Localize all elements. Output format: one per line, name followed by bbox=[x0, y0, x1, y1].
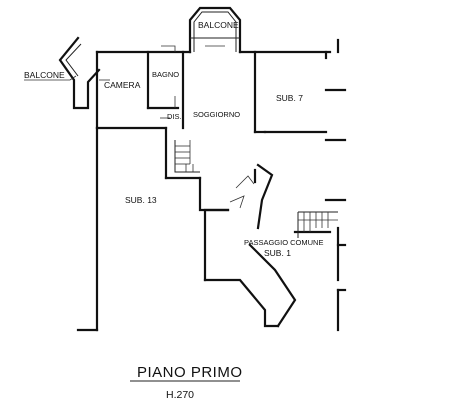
page-title: PIANO PRIMO bbox=[137, 364, 243, 381]
balcone-leader-line bbox=[24, 75, 77, 81]
staircase-main bbox=[174, 140, 200, 173]
apartment-walls bbox=[58, 36, 347, 332]
label-bagno: BAGNO bbox=[152, 70, 179, 79]
label-sub13: SUB. 13 bbox=[125, 195, 157, 205]
label-passaggio: PASSAGGIO COMUNE bbox=[244, 238, 323, 247]
label-soggiorno: SOGGIORNO bbox=[193, 110, 240, 119]
staircase-common bbox=[297, 211, 338, 238]
label-dis: DIS. bbox=[167, 112, 182, 121]
top-balcony bbox=[188, 6, 242, 54]
label-balcone-left: BALCONE bbox=[24, 70, 65, 80]
doors bbox=[99, 45, 255, 209]
label-sub7: SUB. 7 bbox=[276, 93, 303, 103]
label-sub1: SUB. 1 bbox=[264, 248, 291, 258]
page-subtitle-height: H.270 bbox=[166, 389, 194, 401]
label-balcone-top: BALCONE bbox=[198, 20, 239, 30]
label-camera: CAMERA bbox=[104, 80, 141, 90]
